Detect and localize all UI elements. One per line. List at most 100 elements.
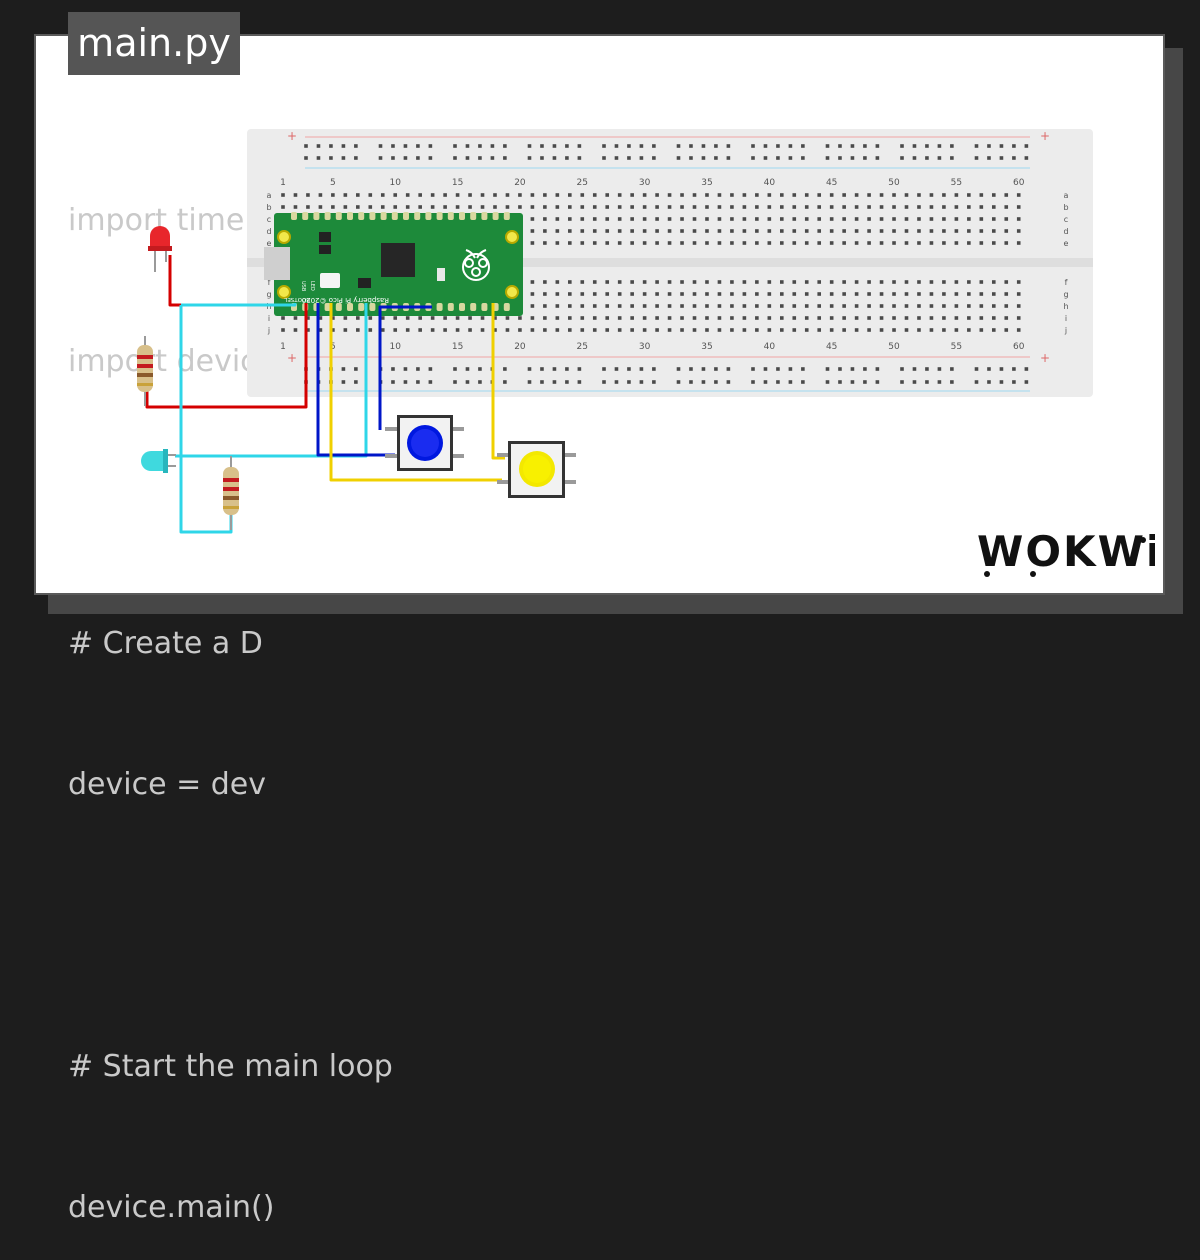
blue-pushbutton[interactable] [385,415,464,471]
resistor-1[interactable] [137,336,153,406]
pico-pin[interactable] [291,212,297,220]
breadboard-hole [991,280,996,284]
pico-pin[interactable] [403,212,409,220]
breadboard-hole [917,217,921,221]
breadboard-hole [842,292,846,296]
pico-pin[interactable] [313,212,320,220]
breadboard-hole [1024,380,1029,384]
breadboard-hole [929,328,934,332]
breadboard-hole [979,205,984,209]
breadboard-hole [904,292,909,296]
resistor-2[interactable] [223,456,239,530]
breadboard-hole [380,205,385,209]
breadboard-hole [341,156,346,160]
pico-pin[interactable] [425,212,432,220]
breadboard-hole [817,229,822,233]
breadboard-hole [929,229,934,233]
pico-pin[interactable] [335,212,342,220]
pico-pin[interactable] [447,212,454,220]
file-tab[interactable]: main.py [68,12,240,75]
breadboard-hole [854,241,859,245]
breadboard-hole [991,292,996,296]
breadboard-hole [801,156,805,160]
pico-pin[interactable] [503,303,510,311]
pico-pin[interactable] [470,212,477,220]
pico-pin[interactable] [459,212,465,220]
row-letter: h [1063,302,1068,311]
pico-pin[interactable] [324,303,331,311]
column-number: 45 [826,178,837,188]
breadboard[interactable]: 1155101015152020252530303535404045455050… [247,129,1093,397]
breadboard-hole [478,156,482,160]
breadboard-hole [630,304,634,308]
breadboard-hole [1004,292,1009,296]
pico-pin[interactable] [481,303,488,311]
row-letter: e [1064,239,1069,248]
breadboard-hole [767,280,772,284]
pico-pin[interactable] [470,303,477,311]
wire-blue [316,303,395,457]
row-letter: j [1064,326,1067,335]
pico-pin[interactable] [503,212,510,220]
breadboard-hole [717,241,722,245]
breadboard-hole [293,205,298,209]
breadboard-hole [829,292,834,296]
red-led[interactable] [148,226,172,272]
pico-pin[interactable] [347,212,353,220]
pico-pin[interactable] [436,303,443,311]
breadboard-hole [917,193,921,197]
pico-pin[interactable] [459,303,465,311]
breadboard-hole [850,367,855,371]
breadboard-hole [755,217,759,221]
pico-pin[interactable] [335,303,342,311]
breadboard-hole [443,193,447,197]
pico-pin[interactable] [358,303,365,311]
breadboard-hole [705,292,709,296]
pico-pin[interactable] [369,212,376,220]
breadboard-hole [630,229,634,233]
row-letter: d [266,227,271,236]
pico-pin[interactable] [436,212,443,220]
breadboard-hole [543,193,547,197]
pico-pin[interactable] [414,212,421,220]
breadboard-hole [329,156,333,160]
breadboard-hole [642,328,647,332]
pico-pin[interactable] [302,212,309,220]
pico-pin[interactable] [447,303,454,311]
breadboard-hole [742,328,747,332]
yellow-pushbutton[interactable] [497,441,576,498]
breadboard-hole [967,193,971,197]
breadboard-hole [478,144,482,148]
pico-pin[interactable] [492,212,499,220]
breadboard-hole [742,205,747,209]
breadboard-hole [717,229,722,233]
breadboard-hole [842,205,846,209]
breadboard-hole [391,156,395,160]
pico-pin[interactable] [358,212,365,220]
breadboard-hole [692,241,697,245]
breadboard-hole [892,193,896,197]
breadboard-hole [917,280,921,284]
pico-pin[interactable] [380,212,387,220]
breadboard-hole [465,144,470,148]
pico-pin[interactable] [391,212,398,220]
pico-pin[interactable] [347,303,353,311]
column-number: 10 [390,178,402,188]
bootsel-button[interactable] [320,273,340,288]
pico-pin[interactable] [324,212,331,220]
breadboard-hole [568,316,572,320]
breadboard-hole [680,280,684,284]
breadboard-hole [281,328,285,332]
cyan-led[interactable] [141,449,176,473]
breadboard-hole [804,292,809,296]
breadboard-hole [925,144,929,148]
pico-pin[interactable] [481,212,488,220]
breadboard-hole [568,193,572,197]
pico-pin[interactable] [369,303,376,311]
pico-label: Raspberry Pi Pico ©2020 [302,296,389,304]
breadboard-hole [742,292,747,296]
raspberry-pi-pico[interactable]: Raspberry Pi Pico ©2020 BOOTSEL USB LED [264,212,523,316]
breadboard-hole [917,328,921,332]
breadboard-hole [967,217,971,221]
breadboard-hole [714,380,718,384]
